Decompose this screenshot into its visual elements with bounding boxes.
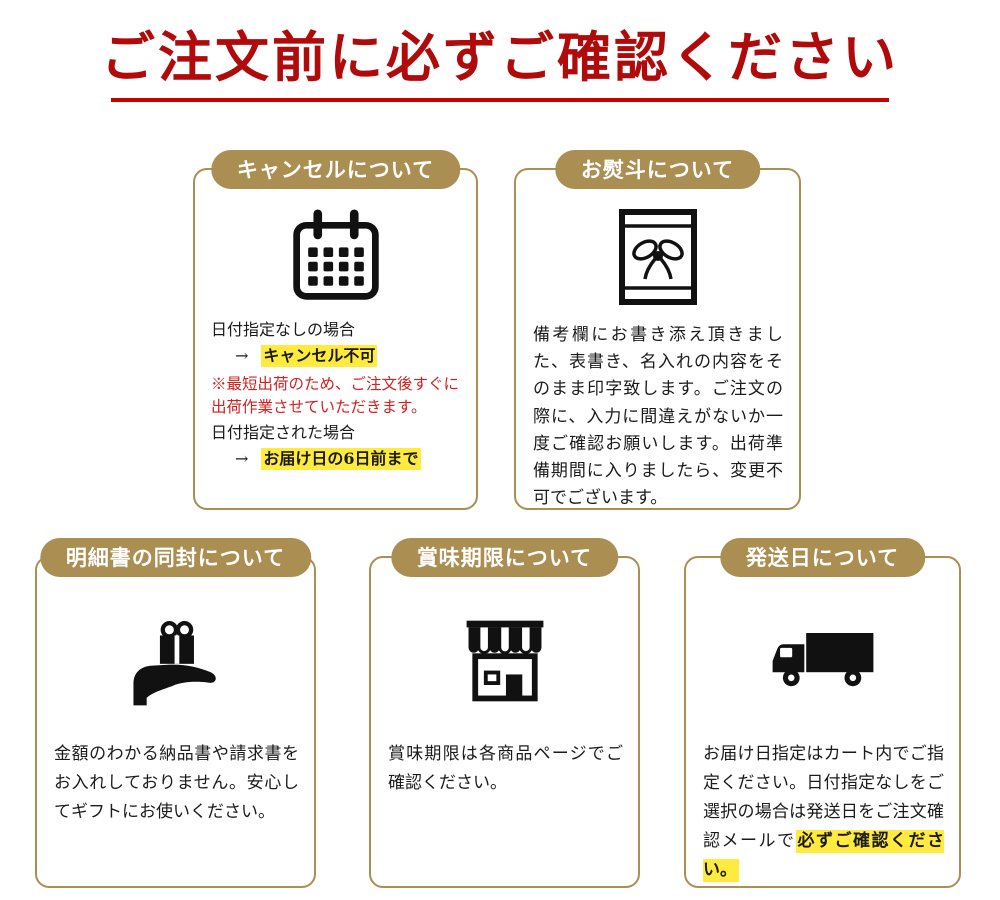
page-title: ご注文前に必ずご確認ください [101,25,899,89]
calendar-icon [292,209,379,300]
noshi-body-text: 備考欄にお書き添え頂きました、表書き、名入れの内容をそのまま印字致します。ご注文… [533,325,783,509]
card-cancel: キャンセルについて 日付指定なしの場合 → キャンセル不可 ※最短出荷のため、ご注… [193,150,478,510]
card-noshi-header: お熨斗について [554,150,761,189]
delivery-truck-icon [772,633,873,687]
shipping-body-text: お届け日指定はカート内でご指定ください。日付指定なしをご選択の場合は発送日をご注… [686,718,959,884]
noshi-icon-box [516,200,799,314]
card-expiry-header: 賞味期限について [390,538,619,577]
card-cancel-body: 日付指定なしの場合 → キャンセル不可 ※最短出荷のため、ご注文後すぐに出荷作業さ… [195,314,476,472]
statement-body-text: 金額のわかる納品書や請求書をお入れしておりません。安心してギフトにお使いください… [54,744,299,822]
cancel-no-cancel-highlight: キャンセル不可 [261,345,378,368]
cancel-case2-result-line: → お届け日の6日前まで [211,447,463,471]
expiry-body-text: 賞味期限は各商品ページでご確認ください。 [388,744,623,793]
cancel-shipping-note: ※最短出荷のため、ご注文後すぐに出荷作業させていただきます。 [211,374,460,416]
card-cancel-header: キャンセルについて [210,150,461,189]
card-statement: 明細書の同封について 金額のわかる納品書や請求書をお入れしておりません。安心して… [35,538,316,888]
cancel-case1-result-line: → キャンセル不可 [211,344,463,368]
card-statement-header: 明細書の同封について [39,538,312,577]
truck-icon-box [686,604,959,718]
noshi-gift-wrap-icon [618,209,697,305]
cancel-case2-text: 日付指定された場合 [211,423,356,443]
calendar-icon-box [195,200,476,314]
title-underline [111,98,889,103]
hand-holding-gift-icon [132,621,216,706]
hand-gift-icon-box [37,604,314,718]
cancel-deadline-highlight: お届け日の6日前まで [261,448,421,471]
storefront-icon [466,620,543,702]
arrow-glyph: → [235,346,249,366]
card-shipping: 発送日について お届け日指定はカート内でご指定ください。日付指定なしをご選択の場… [684,538,961,888]
arrow-glyph: → [235,449,249,469]
card-noshi: お熨斗について 備考欄にお書き添え頂きました、表書き、名入れの内容をそのまま印字… [514,150,801,510]
shipping-body-start: お届け日指定はカート内でご指定ください。日付指定なしをご選択の場合は発送日をご注… [703,744,944,851]
cancel-case1-text: 日付指定なしの場合 [211,320,356,339]
card-shipping-header: 発送日について [719,538,926,577]
card-expiry: 賞味期限について 賞味期限は各商品ページでご確 [369,538,640,888]
page-header: ご注文前に必ずご確認ください [0,0,1000,103]
storefront-icon-box [371,604,638,718]
